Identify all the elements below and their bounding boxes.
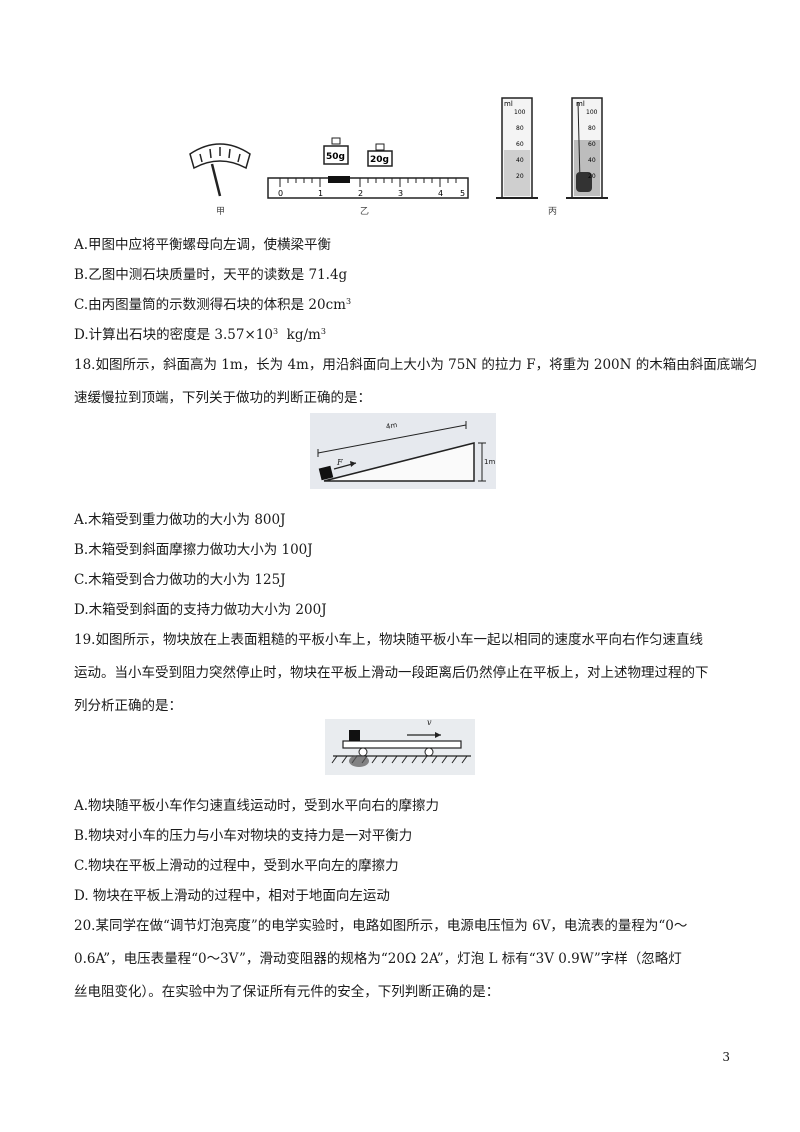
cyl1-tick-40: 40 bbox=[516, 157, 524, 164]
q17-option-c-text: C.由丙图量筒的示数测得石块的体积是 20cm bbox=[74, 297, 346, 313]
cyl1-tick-60: 60 bbox=[516, 141, 524, 148]
ruler-tick-3: 3 bbox=[398, 189, 403, 198]
cyl2-unit: ml bbox=[576, 100, 585, 108]
cart-velocity-label: v bbox=[427, 718, 432, 727]
cyl1-tick-100: 100 bbox=[514, 109, 526, 116]
balance-dial bbox=[189, 143, 251, 197]
ruler-tick-2: 2 bbox=[358, 189, 363, 198]
q20-stem-line-2: 0.6A”，电压表量程“0～3V”，滑动变阻器的规格为“20Ω 2A”，灯泡 L… bbox=[74, 951, 682, 967]
q20-stem-line-3: 丝电阻变化）。在实验中为了保证所有元件的安全，下列判断正确的是： bbox=[74, 984, 500, 1000]
graduated-cylinder-1 bbox=[496, 97, 538, 199]
q17-option-a: A.甲图中应将平衡螺母向左调，使横梁平衡 bbox=[74, 237, 332, 253]
ruler-with-rider bbox=[267, 176, 469, 199]
incline-force-label: F bbox=[337, 458, 343, 467]
ruler-tick-1: 1 bbox=[318, 189, 323, 198]
q20-stem-line-1: 20.某同学在做“调节灯泡亮度”的电学实验时，电路如图所示，电源电压恒为 6V，… bbox=[74, 918, 688, 934]
cyl2-tick-60: 60 bbox=[588, 141, 596, 148]
cyl2-tick-80: 80 bbox=[588, 125, 596, 132]
figure-balance-cylinders: 甲 0 1 2 3 4 5 bbox=[189, 97, 608, 217]
q19-stem-line-1: 19.如图所示，物块放在上表面粗糙的平板小车上，物块随平板小车一起以相同的速度水… bbox=[74, 632, 703, 648]
ruler-tick-5: 5 bbox=[460, 189, 465, 198]
q17-option-c-sup: 3 bbox=[345, 297, 352, 306]
figure-cart-block bbox=[325, 719, 475, 775]
incline-height-label: 1m bbox=[484, 458, 496, 466]
figure-incline bbox=[310, 413, 496, 489]
q17-option-d-text: D.计算出石块的密度是 3.57×10 bbox=[74, 327, 273, 343]
q17-option-b: B.乙图中测石块质量时，天平的读数是 71.4g bbox=[74, 267, 348, 283]
q17-option-d: D.计算出石块的密度是 3.57×103 kg/m3 bbox=[74, 326, 326, 344]
cyl2-tick-40: 40 bbox=[588, 157, 596, 164]
label-bing: 丙 bbox=[548, 206, 557, 217]
q18-option-b: B.木箱受到斜面摩擦力做功大小为 100J bbox=[74, 542, 313, 558]
ruler-tick-4: 4 bbox=[438, 189, 443, 198]
weight-20g bbox=[367, 143, 393, 167]
q18-option-c: C.木箱受到合力做功的大小为 125J bbox=[74, 572, 286, 588]
q18-option-d: D.木箱受到斜面的支持力做功大小为 200J bbox=[74, 602, 327, 618]
q19-option-a: A.物块随平板小车作匀速直线运动时，受到水平向右的摩擦力 bbox=[74, 798, 440, 814]
q19-option-c: C.物块在平板上滑动的过程中，受到水平向左的摩擦力 bbox=[74, 858, 399, 874]
q17-option-d-unit: kg/m bbox=[278, 327, 321, 343]
q19-option-d: D. 物块在平板上滑动的过程中，相对于地面向左运动 bbox=[74, 888, 390, 904]
q19-option-b: B.物块对小车的压力与小车对物块的支持力是一对平衡力 bbox=[74, 828, 413, 844]
cyl2-tick-100: 100 bbox=[586, 109, 598, 116]
q18-stem-line-2: 速缓慢拉到顶端，下列关于做功的判断正确的是： bbox=[74, 390, 371, 406]
q17-option-c: C.由丙图量筒的示数测得石块的体积是 20cm3 bbox=[74, 296, 351, 314]
weight-20g-label: 20g bbox=[370, 155, 389, 165]
label-jia: 甲 bbox=[216, 206, 225, 217]
cyl2-tick-20: 20 bbox=[588, 173, 596, 180]
q17-option-d-sup2: 3 bbox=[320, 327, 326, 336]
cyl1-tick-80: 80 bbox=[516, 125, 524, 132]
cyl1-unit: ml bbox=[504, 100, 513, 108]
label-yi: 乙 bbox=[360, 206, 369, 217]
q19-stem-line-3: 列分析正确的是： bbox=[74, 698, 182, 714]
cyl1-tick-20: 20 bbox=[516, 173, 524, 180]
q18-option-a: A.木箱受到重力做功的大小为 800J bbox=[74, 512, 286, 528]
ruler-tick-0: 0 bbox=[278, 189, 283, 198]
weight-50g-label: 50g bbox=[326, 152, 345, 162]
graduated-cylinder-2 bbox=[566, 97, 608, 199]
page-number: 3 bbox=[722, 1050, 730, 1064]
weight-50g bbox=[323, 137, 349, 165]
q17-option-d-sup1: 3 bbox=[272, 327, 279, 336]
q18-stem-line-1: 18.如图所示，斜面高为 1m，长为 4m，用沿斜面向上大小为 75N 的拉力 … bbox=[74, 357, 758, 373]
q19-stem-line-2: 运动。当小车受到阻力突然停止时，物块在平板上滑动一段距离后仍然停止在平板上，对上… bbox=[74, 665, 709, 681]
